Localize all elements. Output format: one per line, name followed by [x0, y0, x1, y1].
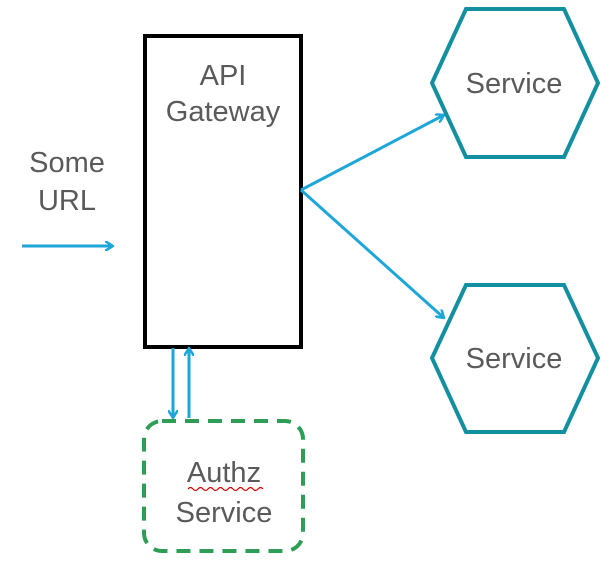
gateway-to-service-top-arrow [300, 115, 444, 192]
service-top-label: Service [466, 68, 563, 100]
gateway-to-service-bottom-arrow [299, 188, 444, 318]
spellcheck-underline [187, 486, 264, 492]
api-gateway-label-line1: API [200, 60, 247, 92]
api-gateway-label-line2: Gateway [166, 96, 281, 128]
authz-label-line1: Authz [187, 457, 261, 489]
authz-label-line2: Service [176, 497, 273, 529]
input-label-line2: URL [38, 185, 96, 217]
authz-service-box [142, 419, 305, 553]
service-hexagon-bottom [429, 283, 601, 434]
service-hexagon-top [429, 7, 601, 159]
input-label-line1: Some [29, 147, 105, 179]
service-bottom-label: Service [466, 343, 563, 375]
